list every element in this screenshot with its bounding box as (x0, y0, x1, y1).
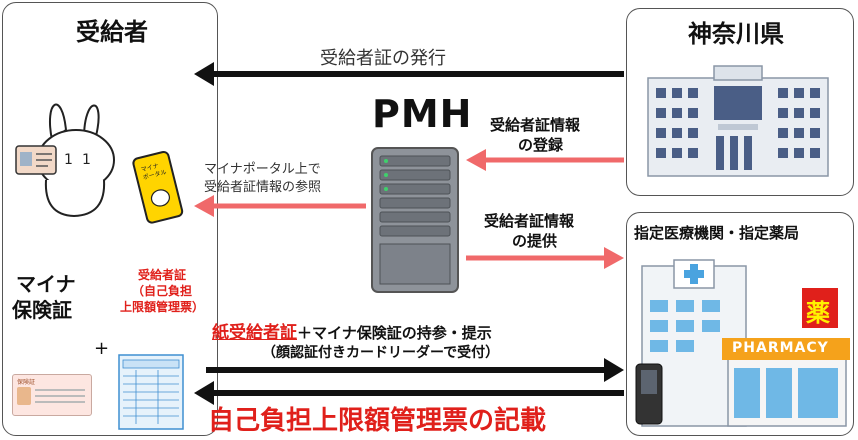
card-photo (17, 387, 31, 405)
provide-arrow (466, 247, 624, 269)
provide-label-line1: 受給者証情報 (484, 212, 575, 230)
pmh-title: PMH (372, 92, 473, 136)
myna-label-line2: 保険証 (12, 298, 72, 322)
portal-label-line2: 受給者証情報の参照 (204, 180, 322, 195)
prefectural-office-building-illustration (647, 65, 829, 177)
register-arrow (466, 149, 624, 171)
card-header-text: 保険証 (17, 379, 36, 386)
portal-label-line1: マイナポータル上で (204, 162, 321, 177)
register-label-line2: の登録 (518, 136, 564, 154)
myna-insurance-card: 保険証 (12, 374, 92, 416)
issue-arrow-label: 受給者証の発行 (320, 48, 446, 69)
hospital-pharmacy-illustration (635, 259, 850, 427)
cert-note-line3: 上限額管理票） (119, 300, 204, 314)
present-sub-label: （顔認証付きカードリーダーで受付） (262, 345, 500, 361)
institution-title: 指定医療機関・指定薬局 (634, 224, 800, 242)
paper-certificate-sheet (118, 354, 184, 430)
prefecture-title: 神奈川県 (688, 20, 784, 48)
myna-label-line1: マイナ (16, 272, 76, 296)
smartphone-portal-icon: マイナ ポータル (132, 150, 184, 224)
present-label-paper-cert: 紙受給者証 (212, 323, 297, 343)
pharmacy-sign-text: PHARMACY (732, 340, 829, 356)
svg-text:マイナ: マイナ (140, 163, 159, 174)
portal-arrow (194, 195, 366, 217)
provide-label-line2: の提供 (512, 232, 558, 250)
record-arrow (194, 381, 624, 405)
present-label-rest: ＋マイナ保険証の持参・提示 (297, 324, 492, 342)
cert-note-line2: （自己負担 (131, 284, 192, 298)
pmh-server-illustration (371, 147, 459, 293)
recipient-title: 受給者 (76, 18, 148, 46)
present-arrow (206, 358, 624, 382)
pharmacy-kanji-sign: 薬 (806, 299, 830, 327)
issue-arrow (194, 62, 624, 86)
svg-text:1: 1 (82, 152, 91, 168)
record-label: 自己負担上限額管理票の記載 (208, 406, 547, 436)
plus-sign: + (94, 338, 110, 359)
svg-text:1: 1 (64, 152, 73, 168)
cert-note-line1: 受給者証 (137, 268, 186, 282)
register-label-line1: 受給者証情報 (490, 116, 581, 134)
card-lines (35, 389, 85, 391)
present-label: 紙受給者証＋マイナ保険証の持参・提示 (212, 318, 492, 343)
rabbit-mascot-illustration: 1 1 (15, 103, 115, 218)
